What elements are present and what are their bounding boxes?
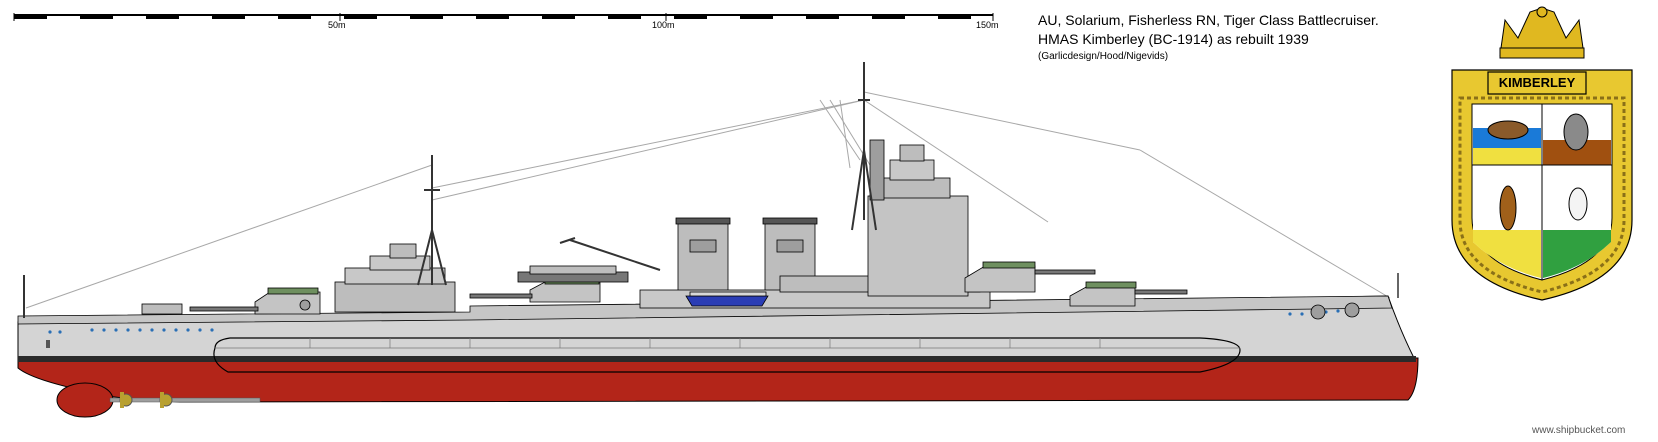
scale-label-100m: 100m xyxy=(652,20,675,30)
cockatoo-icon xyxy=(1568,187,1588,221)
naval-crown-icon xyxy=(1499,7,1585,56)
aft-superstructure xyxy=(141,243,456,315)
kangaroo-icon xyxy=(1499,185,1517,231)
title-block: AU, Solarium, Fisherless RN, Tiger Class… xyxy=(1038,11,1379,65)
after-mast xyxy=(417,155,447,286)
anchors xyxy=(1310,302,1360,320)
watermark: www.shipbucket.com xyxy=(1532,425,1626,436)
rigging xyxy=(25,91,1391,309)
fore-mast xyxy=(851,62,877,231)
bridge-tower xyxy=(867,139,969,297)
waterline-stripe xyxy=(18,356,1416,362)
turret-y xyxy=(189,287,321,315)
scale-label-50m: 50m xyxy=(328,20,346,30)
ship-crest xyxy=(1451,6,1633,301)
funnels xyxy=(675,217,818,293)
platypus-icon xyxy=(1487,120,1529,140)
armour-belt xyxy=(213,337,1241,373)
forecastle xyxy=(17,295,1393,325)
belt-plate-seams xyxy=(309,338,1101,348)
title-line-1: AU, Solarium, Fisherless RN, Tiger Class… xyxy=(1038,12,1379,28)
catapult xyxy=(517,237,661,283)
koala-icon xyxy=(1563,113,1589,151)
scale-label-150m: 150m xyxy=(976,20,999,30)
lower-hull xyxy=(17,357,1419,403)
turret-b xyxy=(964,261,1096,293)
title-line-2: HMAS Kimberley (BC-1914) as rebuilt 1939 xyxy=(1038,31,1309,47)
turret-a xyxy=(1069,281,1188,307)
propellers xyxy=(56,382,261,418)
scale-bar xyxy=(13,13,994,21)
portholes xyxy=(48,309,1340,334)
crest-ribbon-name: KIMBERLEY xyxy=(1498,75,1576,90)
credit-line: (Garlicdesign/Hood/Nigevids) xyxy=(1038,51,1169,62)
